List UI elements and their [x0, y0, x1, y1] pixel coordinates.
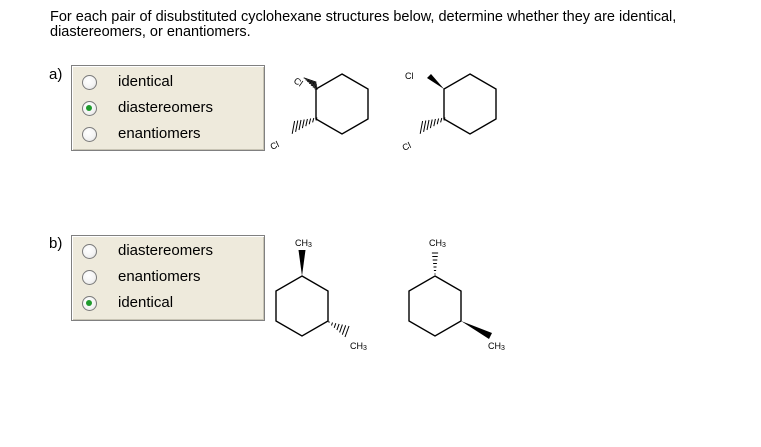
- structure-b-right: CH3 CH3: [408, 238, 505, 352]
- option-label: enantiomers: [118, 125, 201, 142]
- subscript-3: 3: [442, 242, 446, 249]
- cyclohexane-ring: [443, 73, 497, 135]
- option-label: identical: [118, 294, 174, 311]
- substituent-label: Cl: [292, 75, 305, 88]
- option-label: diastereomers: [118, 242, 214, 259]
- radio-button[interactable]: [82, 126, 97, 142]
- substituent-label: Cl: [405, 71, 414, 81]
- subscript-3: 3: [363, 345, 367, 352]
- question-a-choices: identical diastereomers enantiomers: [71, 65, 265, 151]
- radio-button[interactable]: [82, 243, 97, 259]
- option-a-identical[interactable]: identical: [82, 72, 173, 92]
- radio-button-selected[interactable]: [82, 100, 97, 116]
- solid-wedge-bond: [427, 74, 444, 89]
- option-a-diastereomers[interactable]: diastereomers: [82, 98, 213, 118]
- radio-button[interactable]: [82, 74, 97, 90]
- substituent-label: CH3: [429, 238, 446, 249]
- hashed-wedge-bond: [419, 117, 446, 134]
- hashed-wedge-bond: [328, 321, 350, 338]
- cyclohexane-ring: [315, 73, 369, 135]
- radio-button-selected[interactable]: [82, 295, 97, 311]
- substituent-label: CH3: [350, 341, 367, 352]
- substituent-label: CH3: [488, 341, 505, 352]
- question-b-choices: diastereomers enantiomers identical: [71, 235, 265, 321]
- option-label: diastereomers: [118, 99, 214, 116]
- solid-wedge-bond: [298, 250, 306, 276]
- option-label: enantiomers: [118, 268, 201, 285]
- option-b-diastereomers[interactable]: diastereomers: [82, 241, 213, 261]
- subscript-3: 3: [501, 345, 505, 352]
- cyclohexane-ring: [408, 275, 462, 337]
- hashed-wedge-bond: [303, 77, 318, 90]
- substituent-label: CH3: [295, 238, 312, 249]
- question-instructions: For each pair of disubstituted cyclohexa…: [50, 9, 677, 40]
- option-label: identical: [118, 73, 174, 90]
- cyclohexane-ring: [275, 275, 329, 337]
- option-a-enantiomers[interactable]: enantiomers: [82, 124, 201, 144]
- option-b-enantiomers[interactable]: enantiomers: [82, 267, 201, 287]
- hashed-wedge-bond: [291, 117, 318, 134]
- substituent-label: Cl: [269, 139, 281, 152]
- structure-a-left: Cl Cl: [269, 73, 369, 152]
- question-a-label: a): [49, 66, 63, 83]
- substituent-label: Cl: [401, 140, 413, 153]
- radio-button[interactable]: [82, 269, 97, 285]
- hashed-wedge-bond: [431, 252, 439, 275]
- structure-a-right: Cl Cl: [401, 71, 497, 153]
- solid-wedge-bond: [461, 321, 492, 339]
- question-b-label: b): [49, 235, 63, 252]
- option-b-identical[interactable]: identical: [82, 293, 173, 313]
- subscript-3: 3: [308, 242, 312, 249]
- structure-b-left: CH3 CH3: [275, 238, 367, 352]
